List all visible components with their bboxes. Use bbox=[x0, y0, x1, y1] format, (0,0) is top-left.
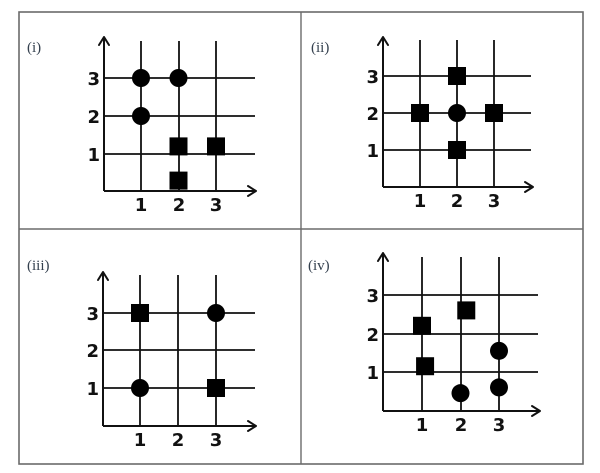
x-axis-arrow-icon bbox=[247, 185, 257, 197]
square-marker bbox=[169, 137, 188, 156]
x-tick-label: 1 bbox=[414, 191, 427, 212]
x-tick-label: 2 bbox=[451, 191, 464, 212]
square-marker bbox=[411, 104, 429, 122]
x-tick-label: 1 bbox=[134, 430, 147, 451]
panel-iv: (iv) 1 2 3 1 2 3 bbox=[308, 252, 541, 436]
x-axis-arrow-icon bbox=[531, 405, 541, 417]
y-tick-label: 1 bbox=[87, 145, 100, 166]
x-tick-label: 3 bbox=[493, 415, 506, 436]
y-tick-label: 3 bbox=[87, 69, 100, 90]
square-marker bbox=[207, 137, 225, 156]
circle-marker bbox=[132, 69, 150, 87]
square-marker bbox=[416, 357, 435, 376]
panel-ii: (ii) 1 2 3 1 2 3 bbox=[311, 36, 534, 212]
panel-i: (i) 1 2 3 1 2 3 bbox=[27, 36, 257, 216]
circle-marker bbox=[448, 104, 466, 122]
square-marker bbox=[448, 141, 466, 159]
square-marker bbox=[169, 171, 188, 190]
circle-marker bbox=[131, 379, 149, 397]
y-tick-label: 2 bbox=[366, 104, 379, 125]
circle-marker bbox=[490, 378, 508, 397]
panel-iii: (iii) 1 2 3 1 2 3 bbox=[27, 258, 257, 451]
square-marker bbox=[131, 304, 149, 322]
panel-label: (iii) bbox=[27, 258, 50, 274]
y-tick-label: 2 bbox=[366, 325, 379, 346]
x-tick-label: 3 bbox=[488, 191, 501, 212]
x-tick-label: 3 bbox=[210, 195, 223, 216]
x-tick-label: 2 bbox=[455, 415, 468, 436]
y-tick-label: 1 bbox=[86, 379, 99, 400]
square-marker bbox=[457, 301, 476, 320]
square-marker bbox=[413, 316, 431, 335]
x-tick-label: 2 bbox=[172, 430, 185, 451]
x-tick-label: 3 bbox=[210, 430, 223, 451]
x-tick-label: 1 bbox=[416, 415, 429, 436]
square-marker bbox=[485, 104, 503, 122]
y-tick-label: 3 bbox=[86, 304, 99, 325]
panel-label: (i) bbox=[27, 40, 41, 56]
y-axis-arrow-icon bbox=[377, 252, 389, 262]
panel-label: (ii) bbox=[311, 40, 329, 56]
circle-marker bbox=[490, 341, 508, 360]
outer-frame bbox=[18, 11, 584, 465]
y-tick-label: 3 bbox=[366, 286, 379, 307]
square-marker bbox=[207, 379, 225, 397]
circle-marker bbox=[207, 304, 225, 322]
square-marker bbox=[448, 67, 466, 85]
circle-marker bbox=[169, 69, 188, 87]
x-axis-arrow-icon bbox=[524, 181, 534, 193]
y-tick-label: 1 bbox=[366, 141, 379, 162]
circle-marker bbox=[451, 384, 470, 403]
x-tick-label: 2 bbox=[173, 195, 186, 216]
circle-marker bbox=[132, 107, 150, 125]
panel-label: (iv) bbox=[308, 258, 330, 274]
y-axis-arrow-icon bbox=[97, 271, 109, 281]
y-tick-label: 3 bbox=[366, 67, 379, 88]
y-tick-label: 1 bbox=[366, 363, 379, 384]
y-axis-arrow-icon bbox=[377, 36, 389, 46]
y-tick-label: 2 bbox=[86, 341, 99, 362]
x-tick-label: 1 bbox=[135, 195, 148, 216]
y-tick-label: 2 bbox=[87, 107, 100, 128]
x-axis-arrow-icon bbox=[247, 420, 257, 432]
y-axis-arrow-icon bbox=[98, 36, 110, 46]
